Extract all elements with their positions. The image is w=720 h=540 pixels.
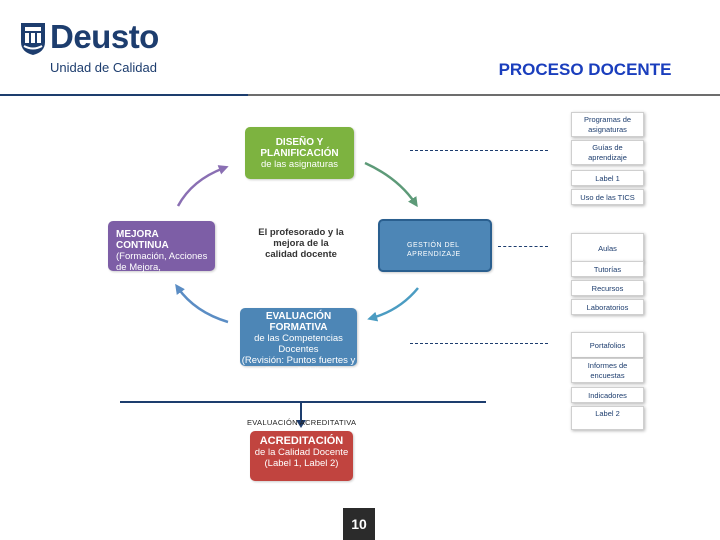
logo-text: Deusto xyxy=(50,18,159,55)
formative-box: EVALUACIÓN FORMATIVA de las Competencias… xyxy=(240,308,357,377)
list-item: Recursos xyxy=(571,280,644,296)
logo-subtitle: Unidad de Calidad xyxy=(50,60,157,75)
formative-detail: (Revisión: Puntos fuertes y Puntos Débil… xyxy=(241,355,356,377)
design-subtitle: de las asignaturas xyxy=(260,159,339,170)
formative-title: EVALUACIÓN FORMATIVA xyxy=(265,311,332,333)
management-box: GESTIÓN DEL APRENDIZAJE xyxy=(378,219,492,272)
connector-formative xyxy=(410,343,548,344)
list-item: Label 1 xyxy=(571,170,644,186)
improvement-box: MEJORA CONTINUA (Formación, Acciones de … xyxy=(108,221,215,284)
list-item: Uso de las TICS xyxy=(571,189,644,205)
list-item: Label 2 xyxy=(571,406,644,430)
list-item: Aulas xyxy=(571,233,644,262)
list-item: Programas de asignaturas xyxy=(571,112,644,137)
list-item: Guías de aprendizaje xyxy=(571,140,644,165)
list-item: Tutorías xyxy=(571,261,644,277)
accreditative-label: EVALUACIÓN ACREDITATIVA xyxy=(247,418,357,427)
accreditation-box: ACREDITACIÓN de la Calidad Docente (Labe… xyxy=(250,431,353,481)
arrow-mejora-to-diseno xyxy=(176,165,229,207)
list-item: Informes de encuestas xyxy=(571,358,644,383)
page-title: PROCESO DOCENTE xyxy=(498,60,672,79)
page-number: 10 xyxy=(343,508,375,540)
connector-design xyxy=(410,150,548,151)
header-divider-accent xyxy=(0,94,248,96)
accreditation-detail: (Label 1, Label 2) xyxy=(264,458,339,469)
improvement-subtitle: (Formación, Acciones de Mejora, Innovaci… xyxy=(116,251,208,284)
improvement-title: MEJORA CONTINUA xyxy=(116,229,169,251)
accreditation-title: ACREDITACIÓN xyxy=(259,435,344,447)
list-item: Portafolios xyxy=(571,332,644,358)
arrow-evaluacion-to-mejora xyxy=(175,283,229,324)
deusto-shield-icon xyxy=(21,23,45,55)
accreditative-line xyxy=(120,401,486,403)
management-label: GESTIÓN DEL APRENDIZAJE xyxy=(407,242,461,258)
header-divider xyxy=(0,94,720,96)
arrow-diseno-to-gestion xyxy=(364,161,418,208)
center-text: El profesorado y la mejora de la calidad… xyxy=(258,227,344,260)
design-box: DISEÑO Y PLANIFICACIÓN de las asignatura… xyxy=(245,127,354,179)
formative-subtitle: de las Competencias Docentes xyxy=(254,333,343,355)
design-title: DISEÑO Y PLANIFICACIÓN xyxy=(260,137,339,159)
accreditation-subtitle: de la Calidad Docente xyxy=(254,447,349,458)
list-item: Laboratorios xyxy=(571,299,644,315)
arrow-gestion-to-evaluacion xyxy=(367,287,419,322)
connector-management xyxy=(498,246,548,247)
list-item: Indicadores xyxy=(571,387,644,403)
arrow-to-acreditacion-head xyxy=(296,420,306,428)
